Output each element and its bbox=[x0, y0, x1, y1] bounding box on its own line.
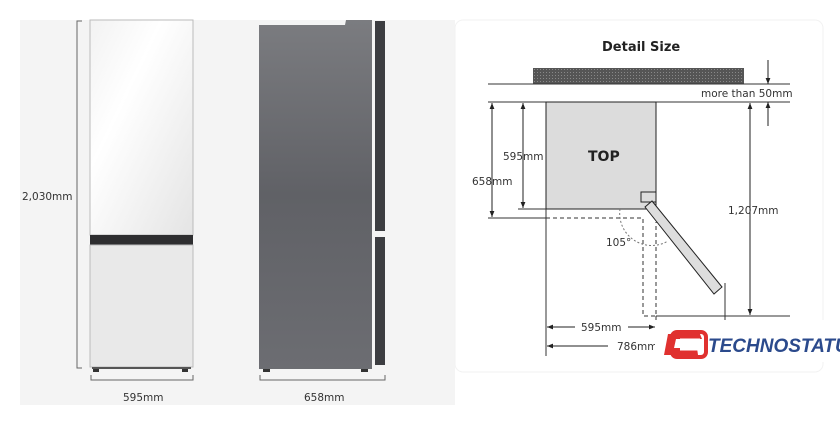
front-width-label: 595mm bbox=[123, 392, 164, 404]
open-width-label: 786mm bbox=[617, 341, 658, 353]
fridge-side-view bbox=[259, 20, 385, 372]
detail-size-panel: Detail Size more than 50mm TOP 595mm 658… bbox=[454, 19, 824, 373]
fridge-front-view bbox=[89, 19, 194, 372]
depth-bracket bbox=[259, 375, 386, 381]
clearance-label: more than 50mm bbox=[701, 88, 793, 100]
wall-hatch bbox=[533, 68, 744, 84]
fridge-top-outline bbox=[545, 101, 657, 210]
watermark-text: TECHNOSTATUS bbox=[708, 336, 840, 357]
ts-logo-icon bbox=[664, 330, 708, 359]
open-door bbox=[644, 200, 723, 295]
top-label: TOP bbox=[588, 149, 620, 165]
height-bracket bbox=[76, 20, 82, 369]
technostatus-watermark: TECHNOSTATUS bbox=[655, 320, 840, 362]
open-depth-label: 1,207mm bbox=[728, 205, 779, 217]
width-label: 595mm bbox=[581, 322, 622, 334]
front-height-label: 2,030mm bbox=[22, 191, 73, 203]
body-depth-label: 595mm bbox=[503, 151, 544, 163]
product-views-panel: 2,030mm 595mm 658mm bbox=[20, 19, 455, 405]
width-bracket bbox=[90, 375, 194, 381]
door-angle-label: 105° bbox=[606, 237, 631, 249]
total-depth-label: 658mm bbox=[472, 176, 513, 188]
side-depth-label: 658mm bbox=[304, 392, 345, 404]
detail-title: Detail Size bbox=[602, 40, 680, 55]
